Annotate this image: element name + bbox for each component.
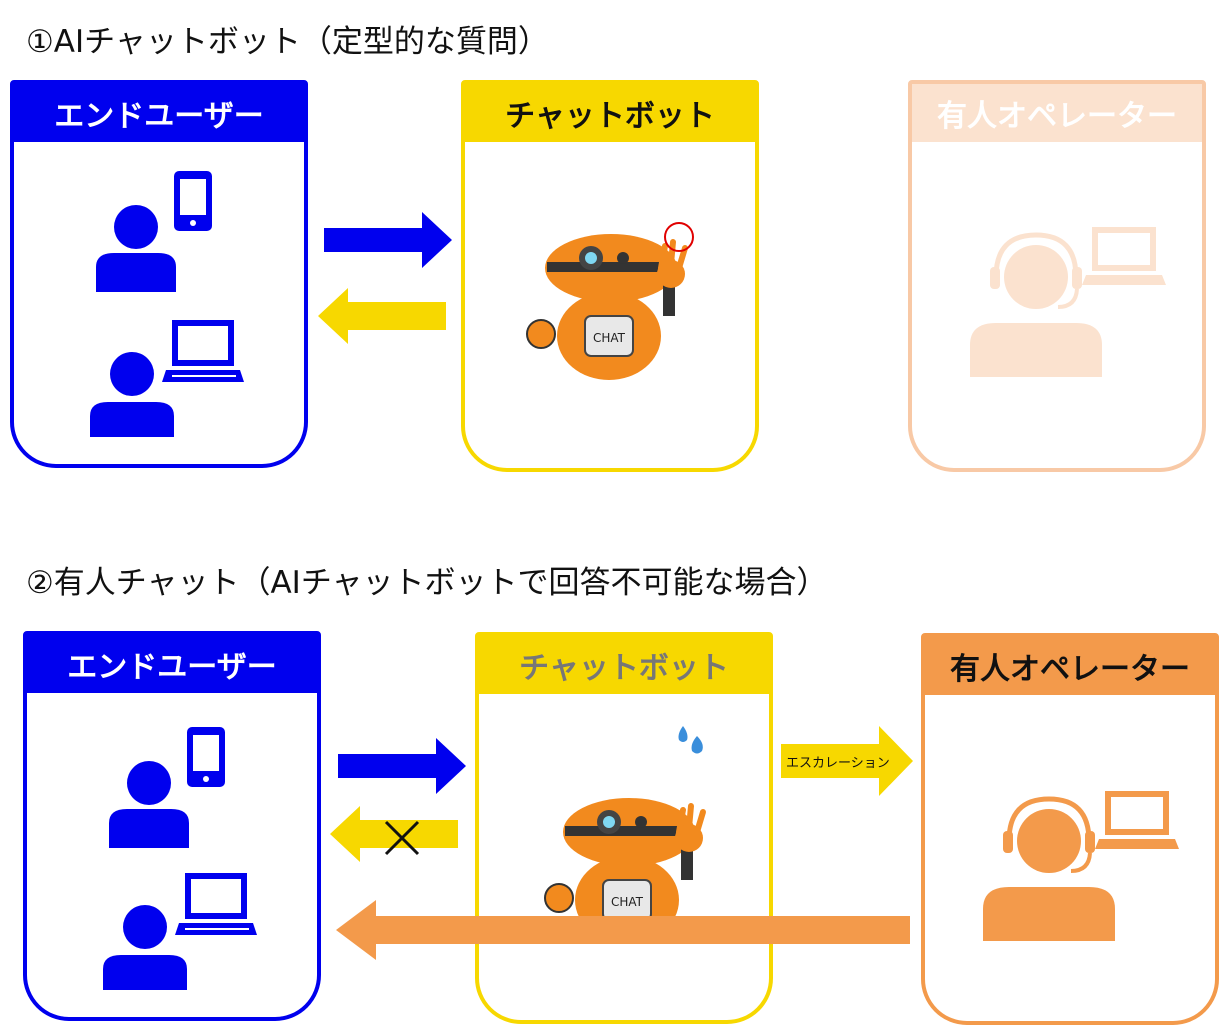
- enduser-header-2: エンドユーザー: [27, 635, 317, 693]
- chatbot-header: チャットボット: [465, 84, 755, 142]
- operator-panel: 有人オペレーター: [921, 633, 1219, 1025]
- enduser-panel-2: エンドユーザー: [23, 631, 321, 1021]
- operator-header-inactive: 有人オペレーター: [912, 84, 1202, 142]
- user-laptop-icon: [90, 320, 244, 437]
- robot-icon: CHAT: [526, 234, 688, 380]
- operator-headset-icon: [983, 791, 1179, 941]
- chatbot-header-2: チャットボット: [479, 636, 769, 694]
- operator-headset-icon: [970, 227, 1166, 377]
- robot-screen-text: CHAT: [593, 331, 626, 345]
- operator-header: 有人オペレーター: [925, 637, 1215, 695]
- escalation-label: エスカレーション: [786, 756, 890, 771]
- user-smartphone-icon: [96, 171, 212, 292]
- request-arrow-blue: [324, 212, 452, 268]
- robot-screen-text: CHAT: [611, 895, 644, 909]
- section2-title: ②有人チャット（AIチャットボットで回答不可能な場合）: [26, 565, 828, 601]
- operator-response-arrow: [336, 900, 910, 960]
- response-arrow-yellow-blocked: [330, 806, 458, 862]
- response-arrow-yellow: [318, 288, 446, 344]
- user-laptop-icon: [103, 873, 257, 990]
- request-arrow-blue-2: [338, 738, 466, 794]
- correct-circle-icon: [664, 222, 694, 252]
- sweat-drops-icon: [678, 726, 703, 754]
- chatbot-panel: チャットボット CHAT: [461, 80, 759, 472]
- enduser-header: エンドユーザー: [14, 84, 304, 142]
- section1-title: ①AIチャットボット（定型的な質問）: [26, 24, 549, 60]
- escalation-arrow: [781, 726, 913, 796]
- enduser-panel: エンドユーザー: [10, 80, 308, 468]
- cross-mark-icon: [384, 820, 420, 856]
- user-smartphone-icon: [109, 727, 225, 848]
- chatbot-panel-2: チャットボット CHAT: [475, 632, 773, 1024]
- operator-panel-inactive: 有人オペレーター: [908, 80, 1206, 472]
